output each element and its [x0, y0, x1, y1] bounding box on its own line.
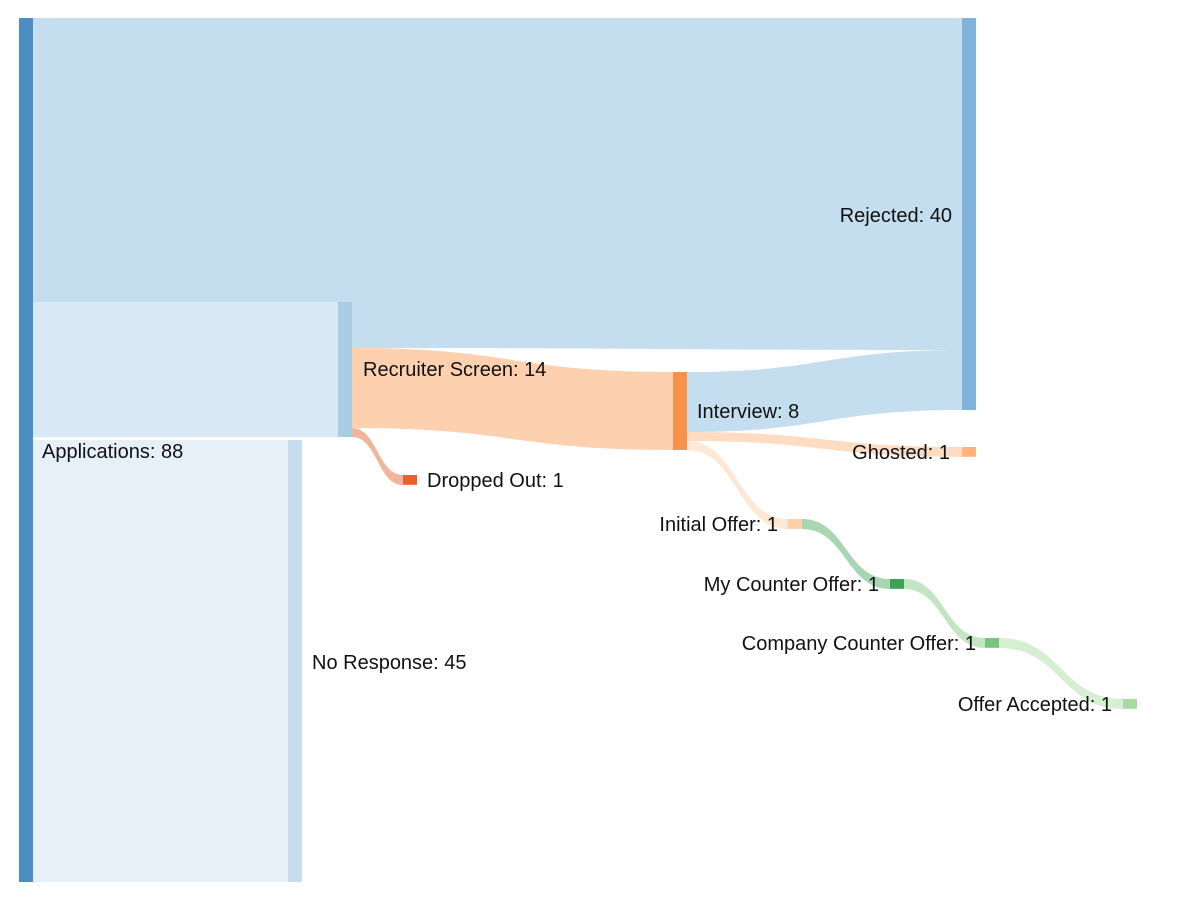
node-my-counter-offer [890, 579, 904, 589]
links-group [33, 18, 1123, 882]
link-my-counter-offer-to-company-counter-offer [904, 579, 985, 648]
link-recruiter-screen-to-interview [352, 348, 673, 450]
link-interview-to-ghosted [687, 432, 962, 457]
node-label-initial-offer: Initial Offer: 1 [659, 514, 778, 536]
link-recruiter-screen-to-rejected [352, 302, 962, 350]
node-label-ghosted: Ghosted: 1 [852, 442, 950, 464]
node-rejected [962, 18, 976, 410]
link-interview-to-rejected [687, 350, 962, 432]
nodes-group [19, 18, 1137, 882]
node-offer-accepted [1123, 699, 1137, 709]
labels-group: Applications: 88 Rejected: 40 Recruiter Sc… [42, 205, 1112, 716]
node-label-dropped-out: Dropped Out: 1 [427, 470, 564, 492]
link-applications-to-recruiter-screen [33, 302, 338, 437]
node-label-interview: Interview: 8 [697, 401, 799, 423]
link-initial-offer-to-my-counter-offer [802, 519, 890, 589]
link-company-counter-offer-to-offer-accepted [999, 638, 1123, 709]
node-company-counter-offer [985, 638, 999, 648]
node-label-my-counter-offer: My Counter Offer: 1 [704, 574, 879, 596]
node-label-rejected: Rejected: 40 [840, 205, 952, 227]
node-recruiter-screen [338, 302, 352, 437]
link-applications-to-no-response [33, 440, 288, 882]
node-applications [19, 18, 33, 882]
node-interview [673, 372, 687, 450]
node-label-recruiter-screen: Recruiter Screen: 14 [363, 359, 546, 381]
node-dropped-out [403, 475, 417, 485]
node-label-no-response: No Response: 45 [312, 652, 467, 674]
node-initial-offer [788, 519, 802, 529]
node-ghosted [962, 447, 976, 457]
node-no-response [288, 440, 302, 882]
link-recruiter-screen-to-dropped-out [352, 428, 403, 485]
link-interview-to-initial-offer [687, 441, 788, 529]
node-label-offer-accepted: Offer Accepted: 1 [958, 694, 1112, 716]
node-label-company-counter-offer: Company Counter Offer: 1 [742, 633, 976, 655]
node-label-applications: Applications: 88 [42, 441, 183, 463]
link-applications-to-rejected [33, 18, 962, 302]
